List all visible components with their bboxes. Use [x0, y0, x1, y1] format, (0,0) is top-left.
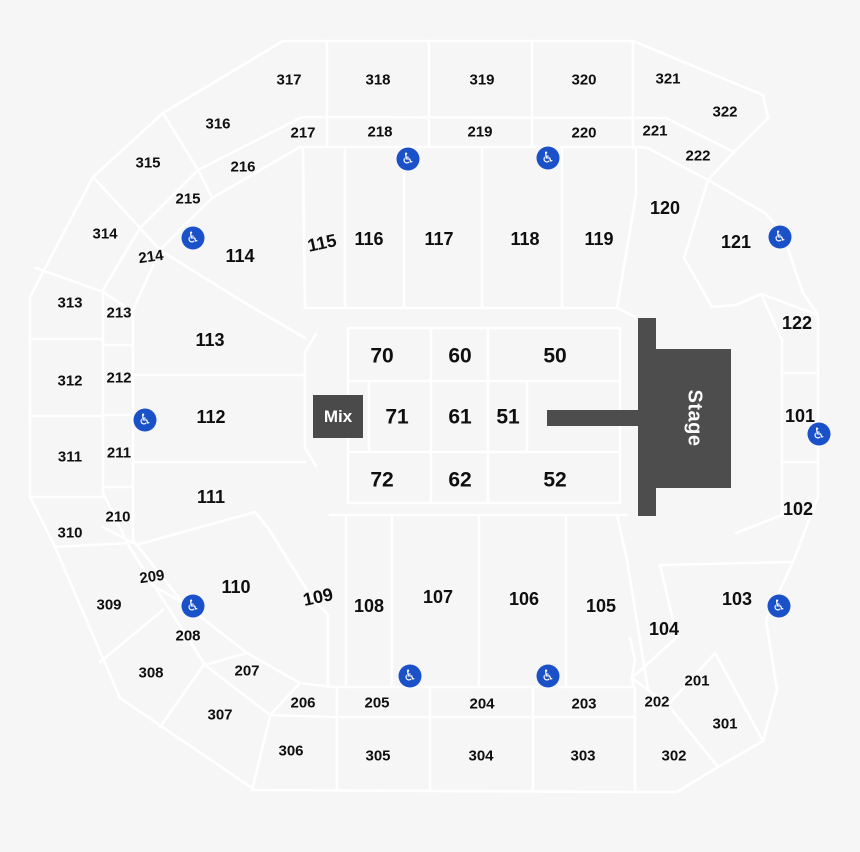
section-105[interactable]: 105 [585, 596, 617, 616]
section-104[interactable]: 104 [648, 619, 680, 639]
section-70[interactable]: 70 [370, 344, 394, 368]
section-321[interactable]: 321 [655, 70, 681, 88]
upper-dividers [301, 39, 640, 320]
section-220[interactable]: 220 [571, 124, 597, 142]
section-318[interactable]: 318 [365, 71, 391, 89]
section-52[interactable]: 52 [543, 468, 567, 492]
section-320[interactable]: 320 [571, 71, 597, 89]
section-107[interactable]: 107 [422, 587, 454, 607]
section-310[interactable]: 310 [57, 524, 83, 542]
section-51[interactable]: 51 [496, 405, 520, 429]
section-122[interactable]: 122 [781, 313, 813, 333]
section-120[interactable]: 120 [649, 198, 681, 218]
accessible-seating-icon[interactable]: ♿ [133, 408, 157, 432]
section-113[interactable]: 113 [195, 330, 225, 350]
section-205[interactable]: 205 [364, 694, 390, 712]
section-boundaries [28, 39, 820, 794]
section-212[interactable]: 212 [106, 369, 132, 387]
section-309[interactable]: 309 [96, 596, 122, 614]
accessible-seating-icon[interactable]: ♿ [807, 422, 831, 446]
section-322[interactable]: 322 [712, 103, 738, 121]
accessible-seating-icon[interactable]: ♿ [181, 226, 205, 250]
accessible-seating-icon[interactable]: ♿ [396, 147, 420, 171]
section-307[interactable]: 307 [207, 706, 233, 724]
mix-booth: Mix [313, 395, 363, 438]
section-315[interactable]: 315 [135, 154, 161, 172]
section-215[interactable]: 215 [175, 190, 201, 208]
section-308[interactable]: 308 [138, 664, 164, 682]
bottomright-dividers [630, 560, 795, 769]
section-301[interactable]: 301 [712, 715, 738, 733]
section-111[interactable]: 111 [196, 487, 226, 507]
section-103[interactable]: 103 [721, 589, 753, 609]
accessible-seating-icon[interactable]: ♿ [536, 664, 560, 688]
section-218[interactable]: 218 [367, 123, 393, 141]
section-207[interactable]: 207 [234, 662, 260, 680]
section-71[interactable]: 71 [385, 405, 409, 429]
section-219[interactable]: 219 [467, 123, 493, 141]
section-118[interactable]: 118 [510, 229, 540, 249]
section-313[interactable]: 313 [57, 294, 83, 312]
section-116[interactable]: 116 [354, 229, 384, 249]
section-201[interactable]: 201 [684, 672, 710, 690]
section-209[interactable]: 209 [138, 566, 166, 588]
section-203[interactable]: 203 [571, 695, 597, 713]
accessible-seating-icon[interactable]: ♿ [768, 225, 792, 249]
section-202[interactable]: 202 [644, 693, 670, 711]
left-columns [28, 248, 318, 499]
section-102[interactable]: 102 [782, 499, 814, 519]
section-316[interactable]: 316 [205, 115, 231, 133]
bottom-dividers [134, 510, 650, 794]
corner-radials [34, 111, 302, 792]
section-213[interactable]: 213 [106, 304, 132, 322]
section-60[interactable]: 60 [448, 344, 472, 368]
section-204[interactable]: 204 [469, 695, 495, 713]
section-114[interactable]: 114 [225, 246, 255, 266]
floor-grid [346, 326, 622, 505]
section-302[interactable]: 302 [661, 747, 687, 765]
outer-boundary [28, 39, 820, 794]
section-222[interactable]: 222 [685, 147, 711, 165]
accessible-seating-icon[interactable]: ♿ [398, 664, 422, 688]
accessible-seating-icon[interactable]: ♿ [767, 594, 791, 618]
section-108[interactable]: 108 [353, 596, 385, 616]
section-217[interactable]: 217 [290, 124, 316, 142]
topright-dividers [682, 178, 820, 342]
ring-300-200 [101, 115, 736, 719]
stage-shape [547, 318, 731, 516]
section-206[interactable]: 206 [290, 694, 316, 712]
mix-booth-label: Mix [323, 406, 353, 426]
section-221[interactable]: 221 [642, 122, 668, 140]
section-306[interactable]: 306 [278, 742, 304, 760]
section-101[interactable]: 101 [784, 406, 816, 426]
stage-label: Stage [683, 389, 706, 447]
section-305[interactable]: 305 [365, 747, 391, 765]
section-119[interactable]: 119 [584, 229, 614, 249]
accessible-seating-icon[interactable]: ♿ [181, 594, 205, 618]
right-column [734, 338, 820, 535]
section-317[interactable]: 317 [276, 71, 302, 89]
section-314[interactable]: 314 [92, 225, 118, 243]
accessible-seating-icon[interactable]: ♿ [536, 146, 560, 170]
section-208[interactable]: 208 [175, 627, 201, 645]
section-112[interactable]: 112 [196, 407, 226, 427]
section-117[interactable]: 117 [424, 229, 454, 249]
section-303[interactable]: 303 [570, 747, 596, 765]
section-121[interactable]: 121 [720, 232, 752, 252]
section-50[interactable]: 50 [543, 344, 567, 368]
section-214[interactable]: 214 [137, 246, 165, 268]
section-216[interactable]: 216 [230, 158, 256, 176]
section-312[interactable]: 312 [57, 372, 83, 390]
section-210[interactable]: 210 [105, 508, 131, 526]
section-319[interactable]: 319 [469, 71, 495, 89]
section-106[interactable]: 106 [508, 589, 540, 609]
section-62[interactable]: 62 [448, 468, 472, 492]
section-304[interactable]: 304 [468, 747, 494, 765]
section-311[interactable]: 311 [57, 448, 83, 466]
section-61[interactable]: 61 [448, 405, 472, 429]
section-72[interactable]: 72 [370, 468, 394, 492]
section-110[interactable]: 110 [221, 577, 251, 597]
section-211[interactable]: 211 [106, 444, 132, 462]
